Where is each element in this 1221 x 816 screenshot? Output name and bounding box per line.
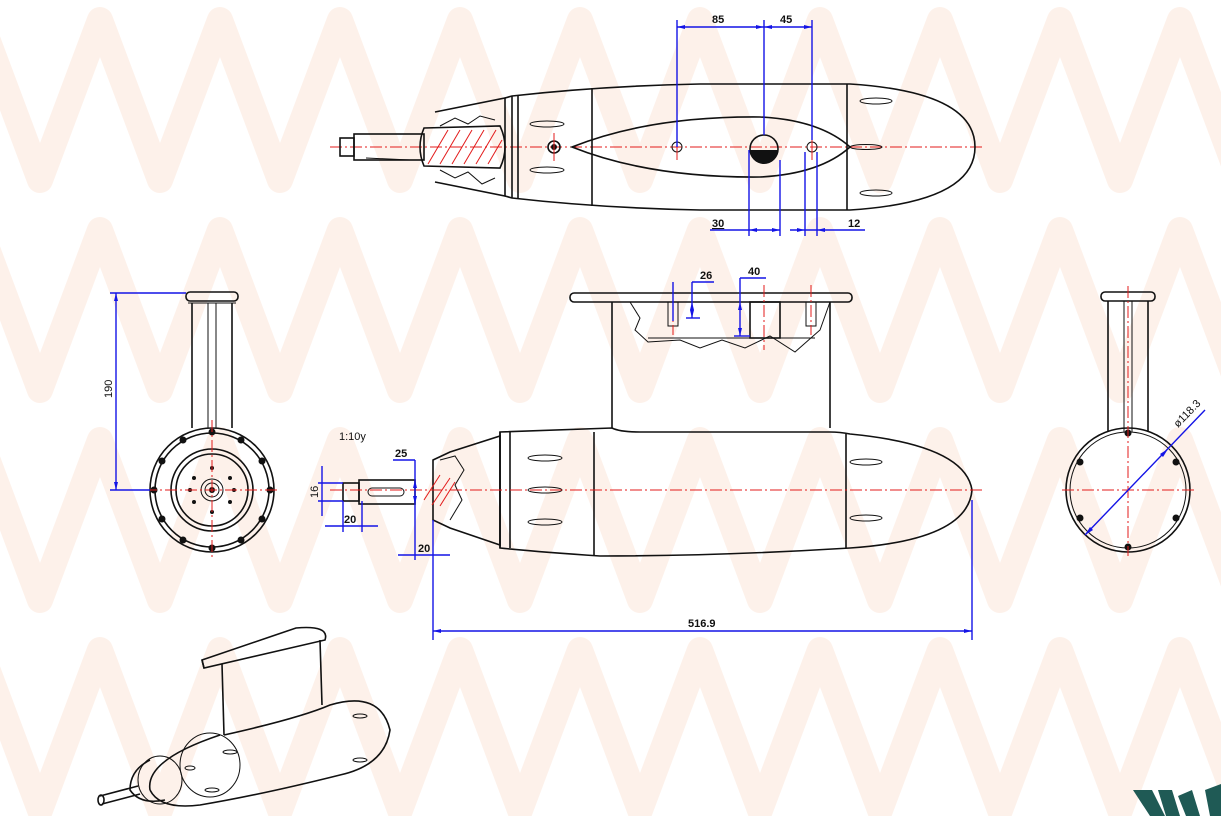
dim-26-label: 26 [700, 270, 712, 282]
scale-label: 1:10y [339, 431, 366, 443]
dim-25-label: 25 [395, 448, 407, 460]
dim-190-label: 190 [103, 380, 115, 398]
dim-45-label: 45 [780, 14, 792, 26]
dim-diameter-label: ø118.3 [1172, 398, 1204, 430]
dim-40-label: 40 [748, 266, 760, 278]
iso-view [97, 626, 391, 807]
front-view: 190 [103, 291, 280, 560]
rear-view: ø118.3 [1062, 286, 1206, 556]
dim-12-label: 12 [848, 218, 860, 230]
dim-16-label: 16 [309, 486, 321, 498]
dim-20b-label: 20 [418, 543, 430, 555]
dim-30-label: 30 [712, 218, 724, 230]
brand-logo [1133, 784, 1221, 816]
watermark-pattern [0, 7, 1221, 816]
dim-85-label: 85 [712, 14, 724, 26]
side-view: 1:10y [309, 266, 985, 640]
dim-516-label: 516.9 [688, 618, 716, 630]
top-view: 85 45 30 12 [330, 14, 985, 236]
dim-20a-label: 20 [344, 514, 356, 526]
